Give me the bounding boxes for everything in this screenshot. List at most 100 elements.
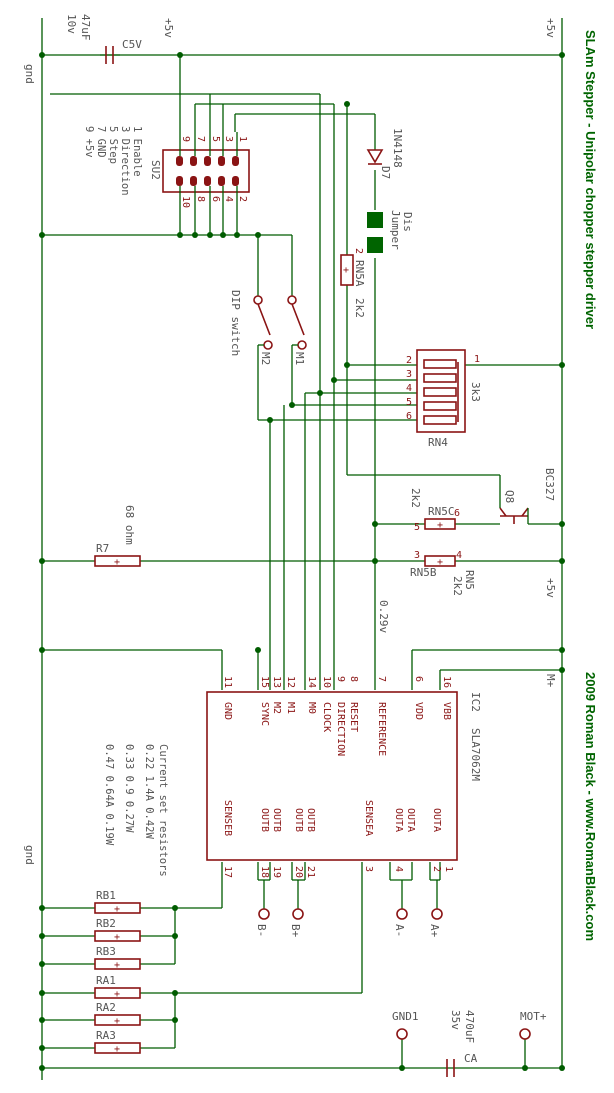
ca-value: 470uF (463, 1010, 476, 1043)
c5v-name: C5V (122, 38, 142, 51)
ic2-label-gnd: GND (222, 702, 233, 720)
jumper-line2: Jumper (389, 210, 402, 250)
ca-rating: 35v (449, 1010, 462, 1030)
ic2-pin-18: 18 (259, 866, 270, 878)
ic2-label-outb-2: OUTB (271, 808, 282, 832)
d7-value: 1N4148 (391, 128, 404, 168)
r7-name: R7 (96, 542, 109, 555)
mplus-label: M+ (544, 674, 557, 688)
gnd-label-bottom: gnd (23, 845, 36, 865)
terminal-b-plus: B+ (289, 924, 302, 938)
rn5b-alias: RN5 (463, 570, 476, 590)
ic2-pin-7: 7 (376, 676, 387, 682)
ic2-label-reference: REFERENCE (376, 702, 387, 756)
d7-diode: 1N4148 D7 (366, 128, 404, 179)
rn4-pin-3: 3 (406, 369, 412, 380)
ic2-label-m1: M1 (285, 702, 296, 714)
rn5b-name: RN5B (410, 566, 437, 579)
r7-resistor: + R7 68 ohm (94, 505, 141, 568)
plus5v-label-mid: +5v (544, 578, 557, 598)
ic2-label-m2: M2 (271, 702, 282, 714)
ic2-label-outb-1: OUTB (259, 808, 270, 832)
current-note-row-1: 0.22 1.4A 0.42W (143, 744, 155, 840)
rn5c-resistor: + RN5C 2k2 6 5 (409, 488, 460, 533)
current-note-row-2: 0.33 0.9 0.27W (123, 744, 135, 833)
dip-switch: DIP switch M2 M1 (229, 290, 307, 365)
rn5c-value: 2k2 (409, 488, 422, 508)
ic2-pin-21: 21 (305, 866, 316, 878)
su2-pinout-7: 7 GND (95, 126, 107, 158)
su2-pin-9: 9 (180, 136, 191, 142)
rn5b-plus: + (437, 557, 443, 568)
rn4-network: 2 3 4 5 6 1 3k3 RN4 (406, 349, 482, 449)
terminal-b-minus: B- (255, 924, 268, 937)
su2-name: SU2 (149, 160, 162, 180)
ic2-label-reset: RESET (348, 702, 359, 732)
rn4-pin-5: 5 (406, 397, 412, 408)
resistor-ra1: RA1 (96, 974, 116, 987)
terminal-mot-plus: MOT+ (520, 1010, 547, 1023)
c5v-capacitor: C5V 47uF 10v (65, 14, 142, 64)
ic2-label-outb-4: OUTB (305, 808, 316, 832)
ic2-chip: 11 15 13 12 14 10 9 8 7 6 16 GND SYNC M2… (206, 676, 482, 878)
su2-pinout-5: 5 Step (107, 126, 119, 164)
ic2-label-m0: M0 (306, 702, 317, 714)
current-notes-heading: Current set resistors (157, 744, 169, 877)
rn4-pin-2: 2 (406, 355, 412, 366)
rn5a-resistor: + 2 RN5A 2k2 (340, 248, 366, 318)
credit-text: 2009 Roman Black - www.RomanBlack.com (583, 672, 598, 941)
terminal-a-minus: A- (393, 924, 406, 937)
svg-text:+: + (114, 932, 120, 943)
su2-connector: 9 7 5 3 1 10 8 6 4 2 SU2 1 Enable 3 Dire… (83, 126, 250, 208)
ic2-part: SLA7062M (469, 728, 482, 781)
ic2-pin-15: 15 (259, 676, 270, 688)
su2-pin-8: 8 (195, 196, 206, 202)
svg-text:+: + (114, 1044, 120, 1055)
c5v-value: 47uF (79, 14, 92, 41)
ic2-pin-1: 1 (443, 866, 454, 872)
resistor-ra2: RA2 (96, 1001, 116, 1014)
ic2-pin-17: 17 (222, 866, 233, 878)
su2-pin-7: 7 (195, 136, 206, 142)
rn5a-pin: 2 (353, 248, 364, 254)
ic2-pin-16: 16 (441, 676, 452, 688)
ic2-pin-19: 19 (271, 866, 282, 878)
ic2-label-sync: SYNC (259, 702, 270, 726)
r7-plus: + (114, 557, 120, 568)
terminal-a-plus: A+ (428, 924, 441, 938)
d7-name: D7 (379, 166, 392, 179)
ic2-pin-14: 14 (306, 676, 317, 688)
ic2-label-sensea: SENSEA (363, 800, 374, 836)
rn4-pin-4: 4 (406, 383, 412, 394)
jumper-line1: Dis (401, 212, 414, 232)
rn4-pin-6: 6 (406, 411, 412, 422)
plus5v-label-top: +5v (162, 18, 175, 38)
q8-transistor: BC327 Q8 (499, 468, 556, 524)
ic2-pin-8: 8 (348, 676, 359, 682)
su2-pin-5: 5 (210, 136, 221, 142)
sense-resistors: + + + + + + RB1 RB2 RB3 RA1 RA2 RA3 (94, 889, 141, 1055)
rn5b-value: 2k2 (451, 576, 464, 596)
ic2-label-outb-3: OUTB (293, 808, 304, 832)
ic2-pin-9: 9 (335, 676, 346, 682)
dip-m2: M2 (259, 352, 272, 365)
ic2-name: IC2 (469, 692, 482, 712)
junction-dots (39, 52, 565, 1071)
c5v-rating: 10v (65, 14, 78, 34)
ic2-pin-20: 20 (293, 866, 304, 878)
dip-m1: M1 (293, 352, 306, 365)
rn5c-pin-a: 6 (454, 508, 460, 519)
su2-pin-4: 4 (223, 196, 234, 202)
dip-label: DIP switch (229, 290, 242, 356)
ic2-label-vbb: VBB (441, 702, 452, 720)
su2-pinout-3: 3 Direction (119, 126, 131, 196)
ic2-label-outa-3: OUTA (431, 808, 442, 832)
svg-text:+: + (114, 904, 120, 915)
svg-text:+: + (114, 989, 120, 1000)
rn4-value: 3k3 (469, 382, 482, 402)
q8-value: BC327 (543, 468, 556, 501)
ic2-label-clock: CLOCK (321, 702, 332, 732)
power-terminals: GND1 MOT+ (392, 1010, 547, 1040)
ic2-label-senseb: SENSEB (222, 800, 233, 836)
